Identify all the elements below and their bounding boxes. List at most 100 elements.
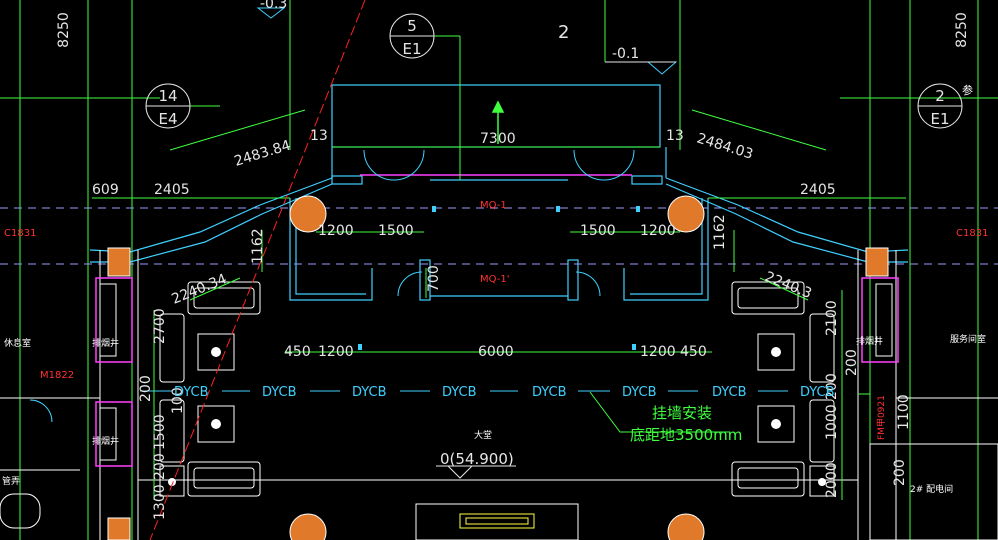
door-swings — [29, 149, 635, 423]
column-marker — [107, 517, 131, 540]
dycb-label: DYCB — [712, 385, 747, 400]
room-bottom-left: 管弄 — [2, 475, 20, 487]
callout-number: 14 — [158, 87, 177, 105]
column-marker — [667, 513, 705, 540]
dashed-references — [0, 207, 998, 265]
dim-1500-a: 1500 — [378, 223, 414, 239]
callout-sheet: E4 — [158, 110, 177, 128]
dim-7300: 7300 — [480, 131, 516, 147]
room-left: 休息室 — [4, 337, 31, 349]
dim-2240-left: 2240.34 — [170, 271, 230, 308]
install-note-line1: 挂墙安装 — [652, 404, 712, 422]
curtain-wall-tag-mq1p: MQ-1' — [480, 274, 510, 285]
dim-609: 609 — [92, 182, 119, 198]
shaft-label-left-bottom: 排烟井 — [92, 435, 119, 447]
dim-1200-c: 1200 — [318, 344, 354, 360]
dimension-lines — [92, 109, 906, 500]
dim-2100: 2100 — [824, 300, 840, 336]
sofa — [159, 399, 185, 463]
room-hall: 大堂 — [474, 429, 492, 441]
dim-2000: 2000 — [824, 462, 840, 498]
callout-2-e1[interactable]: 2 E1 — [917, 83, 963, 129]
dim-2700: 2700 — [152, 308, 168, 344]
dim-6000: 6000 — [478, 344, 514, 360]
dim-1200-b: 1200 — [640, 223, 676, 239]
level-top: -0.1 — [612, 46, 639, 62]
dycb-label: DYCB — [262, 385, 297, 400]
callout-number: 5 — [407, 17, 417, 35]
dim-200-a: 200 — [138, 375, 154, 402]
table — [197, 405, 235, 443]
dim-2240-right: 2240.3 — [763, 269, 814, 302]
sofa — [809, 465, 835, 497]
dim-1500-b: 1500 — [580, 223, 616, 239]
callout-sheet: E1 — [930, 110, 949, 128]
dycb-label: DYCB — [174, 385, 209, 400]
shaft-label-right: 排烟井 — [856, 335, 883, 347]
install-note-line2: 底距地3500mm — [630, 426, 742, 444]
level-top-left: -0.3 — [260, 0, 287, 12]
column-marker — [667, 195, 705, 233]
window-tag-c1831-right: C1831 — [956, 228, 988, 239]
callout-5-e1[interactable]: 5 E1 — [389, 13, 461, 180]
dim-200-d: 200 — [824, 373, 840, 400]
dim-ticks — [358, 206, 640, 350]
level-floor: 0(54.900) — [440, 450, 514, 468]
dycb-label: DYCB — [532, 385, 567, 400]
room-right: 服务间室 — [950, 333, 986, 345]
dim-1200-d: 1200 — [640, 344, 676, 360]
columns — [107, 195, 889, 540]
level-arrow — [491, 100, 505, 144]
dycb-label: DYCB — [800, 385, 835, 400]
dim-2484: 2484.03 — [695, 131, 755, 163]
sofa — [731, 461, 805, 497]
dim-1200-a: 1200 — [318, 223, 354, 239]
dim-100: 100 — [170, 387, 186, 414]
axis-label-2: 2 — [558, 22, 569, 43]
level-symbols — [256, 7, 678, 479]
dim-13-right: 13 — [666, 128, 684, 144]
dim-2405-right: 2405 — [800, 182, 836, 198]
furniture — [159, 281, 835, 540]
dim-2405-left: 2405 — [154, 182, 190, 198]
table-glyphs — [168, 347, 826, 486]
sofa — [159, 465, 185, 497]
shaft-label-left-top: 排烟井 — [92, 337, 119, 349]
dycb-label: DYCB — [622, 385, 657, 400]
dim-450-a: 450 — [284, 344, 311, 360]
table — [757, 405, 795, 443]
dim-700: 700 — [426, 265, 442, 292]
dim-1162-right: 1162 — [712, 214, 728, 250]
dim-450-b: 450 — [680, 344, 707, 360]
door-tag-fm: FM甲0921 — [876, 395, 887, 440]
table — [197, 333, 235, 371]
dim-1500-v: 1500 — [152, 414, 168, 450]
callout-sheet: E1 — [402, 40, 421, 58]
reception-desk — [415, 503, 579, 540]
callout-14-e4[interactable]: 14 E4 — [145, 83, 220, 129]
sofa — [809, 313, 835, 383]
door-tag-m1822: M1822 — [40, 370, 74, 381]
room-elec: 2# 配电间 — [910, 483, 953, 495]
canopy-outline — [89, 84, 909, 301]
dim-8250-right: 8250 — [954, 12, 970, 48]
dim-1000: 1000 — [824, 404, 840, 440]
dim-2483: 2483.84 — [232, 138, 292, 170]
smoke-shafts — [95, 277, 899, 467]
shaft-inner — [99, 283, 893, 461]
column-marker — [289, 513, 327, 540]
column-marker — [107, 247, 131, 277]
section-line — [149, 0, 366, 540]
dim-1300: 1300 — [152, 484, 168, 520]
dim-200-b: 200 — [152, 453, 168, 480]
dim-13-left: 13 — [310, 128, 328, 144]
sofa — [187, 281, 261, 315]
column-marker — [289, 195, 327, 233]
dycb-labels: DYCB DYCB DYCB DYCB DYCB DYCB DYCB DYCB — [174, 385, 835, 400]
dim-200-e: 200 — [892, 459, 908, 486]
dycb-label: DYCB — [352, 385, 387, 400]
dim-1162-left: 1162 — [250, 228, 266, 264]
